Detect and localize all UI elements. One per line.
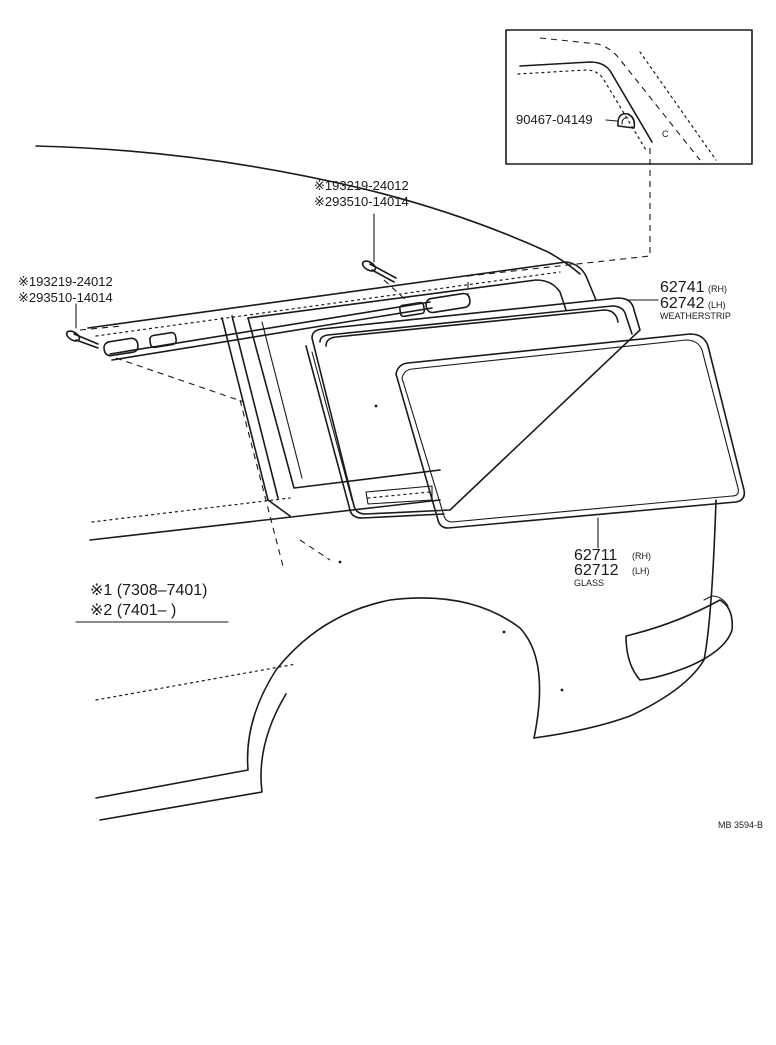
screw-left [65, 330, 99, 349]
inset-window-corner [519, 61, 653, 143]
wheel-arch-inner [99, 693, 287, 821]
belt-line-dots [91, 497, 291, 523]
glass-lh-tag: (LH) [632, 566, 650, 576]
fastener-top-line2: ※293510-14014 [314, 194, 409, 209]
tail-lamp [625, 595, 734, 681]
weatherstrip-rh-number: 62741 [660, 279, 705, 296]
glass-lh-number: 62712 [574, 562, 619, 579]
b-pillar-inner [231, 315, 279, 499]
weatherstrip-part [305, 297, 641, 519]
rod-dash-down [115, 357, 245, 403]
weatherstrip-lh-tag: (LH) [708, 300, 726, 310]
glass-name: GLASS [574, 578, 604, 588]
rear-quarter [533, 499, 717, 739]
glass-part [325, 309, 746, 529]
glass-rh-number: 62711 [574, 547, 617, 564]
weatherstrip-lh-number: 62742 [660, 295, 705, 312]
b-pillar-base [267, 499, 291, 517]
legend-row-1: ※1 (7308–7401) [90, 582, 208, 599]
body-outline [35, 145, 734, 821]
rod-body-lower [111, 307, 433, 361]
inset-window-corner-dot [517, 69, 647, 151]
legend: ※1 (7308–7401) ※2 (7401– ) [75, 582, 229, 623]
weatherstrip-hatch [367, 491, 431, 499]
inset-detail: 90467-04149 C [505, 29, 753, 165]
glass-rh-tag: (RH) [632, 551, 651, 561]
side-crease [95, 663, 297, 701]
rod-end-right [398, 292, 471, 318]
inset-roof-edge [539, 37, 701, 161]
rod-dash-top [79, 325, 123, 331]
fastener-left-line1: ※193219-24012 [18, 274, 113, 289]
window-opening-lower [247, 317, 441, 489]
rod-end-left [103, 331, 178, 357]
window-opening-inner [261, 321, 303, 479]
legend-row-2: ※2 (7401– ) [90, 602, 176, 619]
inset-clip-icon [617, 112, 636, 129]
weatherstrip-rh-tag: (RH) [708, 284, 727, 294]
drip-rail-inner [95, 271, 561, 337]
inset-part-number: 90467-04149 [516, 112, 593, 127]
wheel-arch [95, 597, 541, 799]
inset-letter: C [662, 129, 669, 139]
inset-frame [505, 29, 753, 165]
door-dashed [239, 399, 285, 571]
fastener-left-line2: ※293510-14014 [18, 290, 113, 305]
inset-outer-dot [639, 51, 717, 161]
drip-rail [87, 261, 597, 329]
roof-line [35, 145, 581, 275]
weatherstrip-name: WEATHERSTRIP [660, 311, 731, 321]
drawing-code: MB 3594-B [718, 820, 763, 830]
rod-assembly [103, 292, 471, 361]
side-crease-dash [299, 539, 331, 561]
belt-line [89, 499, 441, 541]
screw-top [361, 260, 397, 283]
window-opening [247, 279, 567, 319]
screw-top-dash [383, 279, 409, 303]
b-pillar [221, 317, 269, 501]
inset-leader [605, 119, 618, 122]
inset-link-dashes [467, 148, 651, 296]
fastener-top-line1: ※193219-24012 [314, 178, 409, 193]
